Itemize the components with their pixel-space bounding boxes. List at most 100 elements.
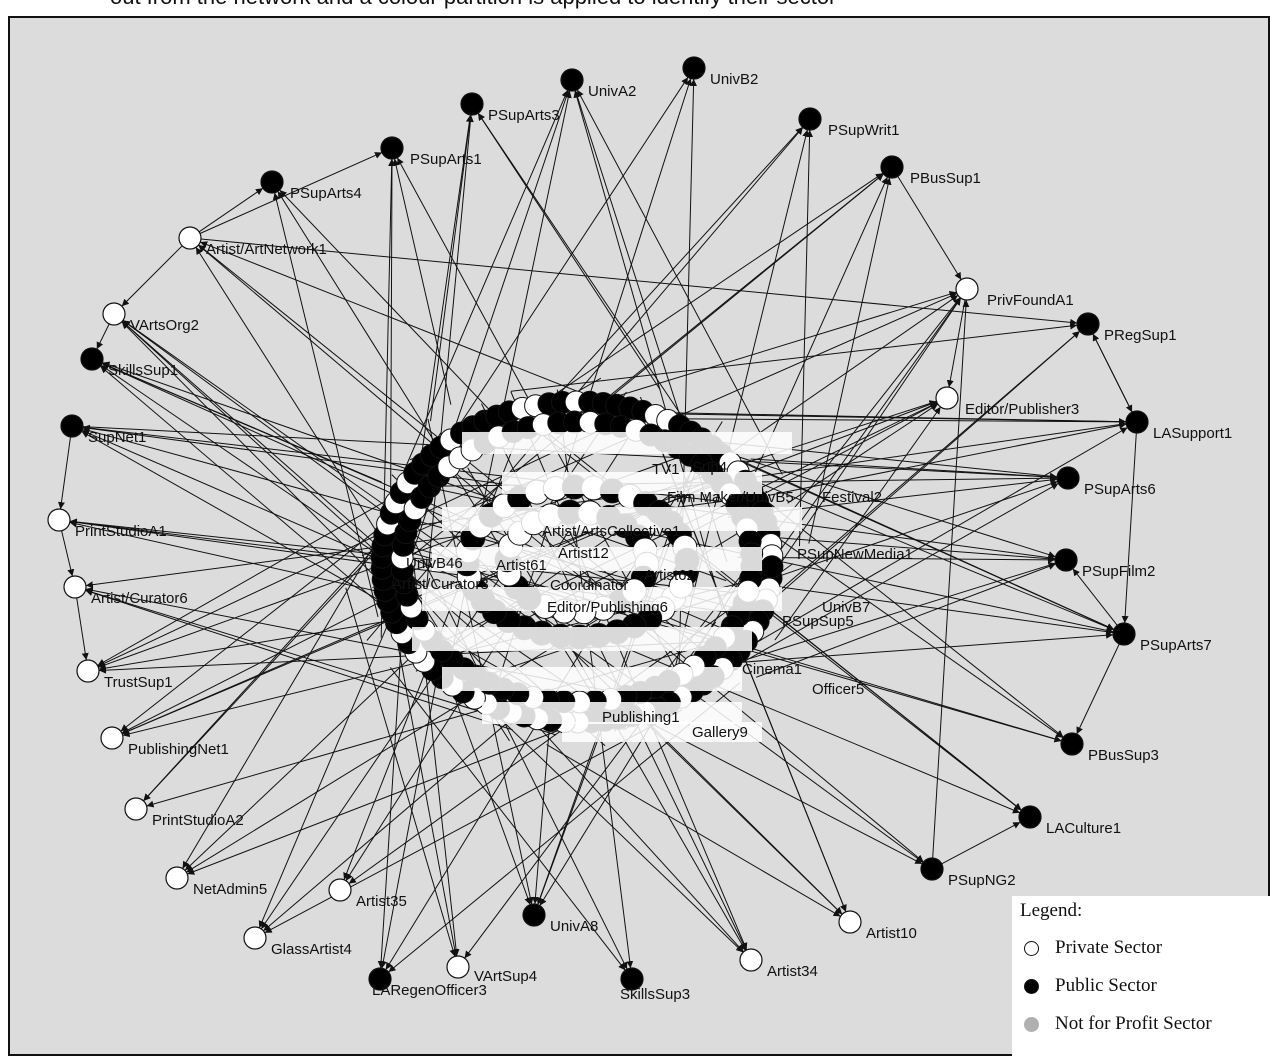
node-label: Editor/Publisher3 — [965, 401, 1079, 418]
cluster-label-backdrop — [432, 547, 762, 571]
network-node — [1018, 805, 1042, 829]
network-edge — [263, 708, 524, 932]
network-node — [446, 955, 470, 979]
network-edge — [531, 726, 550, 905]
network-node — [102, 302, 126, 326]
network-edge — [121, 580, 422, 734]
network-node — [1112, 622, 1136, 646]
network-edge — [546, 744, 841, 917]
network-node — [80, 347, 104, 371]
network-node — [920, 857, 944, 881]
network-node — [178, 226, 202, 250]
network-edge — [389, 89, 569, 504]
network-edge — [393, 90, 570, 608]
legend-item-public: Public Sector — [1024, 972, 1157, 1000]
network-edge — [96, 323, 110, 350]
network-edge — [761, 297, 962, 592]
network-edge — [345, 587, 457, 957]
network-node — [880, 155, 904, 179]
network-edge — [200, 238, 1078, 326]
node-label: Artist34 — [767, 963, 818, 980]
network-edge — [143, 543, 383, 802]
node-label: PrintStudioA2 — [152, 812, 244, 829]
cluster-label: Gallery9 — [692, 724, 748, 741]
network-node — [560, 68, 584, 92]
node-label: GlassArtist4 — [271, 941, 352, 958]
network-node — [620, 967, 644, 991]
node-label: PSupFilm2 — [1082, 563, 1155, 580]
network-edge — [85, 589, 513, 731]
node-label: PSupArts6 — [1084, 481, 1156, 498]
network-edge — [746, 581, 1114, 636]
network-edge — [121, 321, 418, 589]
node-label: SkillsSup3 — [620, 986, 690, 1003]
cluster-label: Artist/ArtsCollective1 — [542, 523, 680, 540]
network-node — [955, 277, 979, 301]
node-label: PBusSup1 — [910, 170, 981, 187]
network-edge — [81, 429, 409, 573]
network-edge — [897, 176, 962, 280]
node-label: PublishingNet1 — [128, 741, 229, 758]
network-edge — [146, 635, 740, 808]
network-edge — [1072, 568, 1118, 626]
cluster-label-backdrop — [462, 432, 792, 454]
node-label: VArtsOrg2 — [130, 317, 199, 334]
node-label: UnivA2 — [588, 83, 636, 100]
network-node — [100, 726, 124, 750]
network-node — [260, 170, 284, 194]
node-label: PSupArts3 — [488, 107, 560, 124]
legend-label-private: Private Sector — [1055, 937, 1163, 958]
cluster-label: Artist12 — [558, 545, 609, 562]
cluster-label: PSupSup5 — [782, 613, 854, 630]
network-edge — [388, 158, 396, 509]
network-edge — [69, 520, 423, 602]
cluster-label-backdrop — [482, 702, 742, 724]
private-sector-swatch — [1024, 940, 1039, 956]
node-label: VArtSup4 — [474, 968, 537, 985]
network-edge — [379, 684, 437, 969]
network-edge — [755, 563, 1056, 678]
node-label: UnivB2 — [710, 71, 758, 88]
network-edge — [477, 112, 661, 390]
cluster-label: UnivB7 — [822, 599, 870, 616]
node-label: PSupWrit1 — [828, 122, 899, 139]
network-node — [1125, 410, 1149, 434]
network-node — [47, 508, 71, 532]
node-label: PrivFoundA1 — [987, 292, 1074, 309]
legend-label-not-for-profit: Not for Profit Sector — [1055, 1013, 1212, 1034]
network-node — [935, 386, 959, 410]
node-label: PSupArts4 — [290, 185, 362, 202]
cluster-label: Artist/Curator3 — [392, 576, 489, 593]
network-node — [682, 56, 706, 80]
cluster-label: Artist61 — [496, 557, 547, 574]
network-edge — [678, 631, 1114, 668]
network-edge — [76, 597, 89, 661]
network-edge — [714, 427, 1128, 667]
cluster-label: Sup4 — [692, 459, 727, 476]
not-for-profit-sector-swatch — [1024, 1016, 1039, 1032]
network-node — [328, 878, 352, 902]
node-label: PSupArts7 — [1140, 637, 1212, 654]
cluster-label: Publishing1 — [602, 709, 680, 726]
network-edge — [101, 362, 382, 483]
node-label: PSupNG2 — [948, 872, 1016, 889]
node-label: UnivA8 — [550, 918, 598, 935]
network-edge — [651, 723, 923, 865]
network-node — [165, 866, 189, 890]
network-node — [63, 575, 87, 599]
cluster-label: UnivB46 — [406, 555, 463, 572]
network-edge — [663, 129, 810, 712]
figure-caption: out from the network and a colour partit… — [110, 0, 836, 10]
network-edge — [768, 422, 1127, 496]
cluster-label: Editor/Publishing6 — [547, 599, 668, 616]
network-node — [838, 910, 862, 934]
network-graph: Artist/ArtsCollective1Artist12Artist61Ar… — [47, 56, 1232, 1003]
network-edge — [932, 299, 970, 859]
cluster-label-backdrop — [442, 507, 802, 531]
network-edge — [946, 299, 966, 388]
network-node — [798, 107, 822, 131]
node-label: LACulture1 — [1046, 820, 1121, 837]
network-node — [1056, 466, 1080, 490]
cluster-label-backdrop — [502, 472, 762, 494]
